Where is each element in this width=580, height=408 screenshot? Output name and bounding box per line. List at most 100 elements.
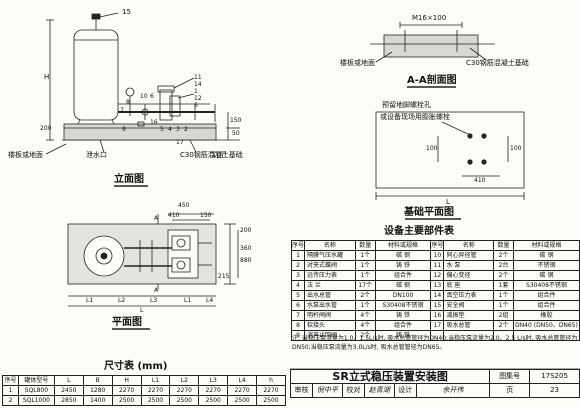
- size-table-title: 尺寸表 (mm): [104, 361, 168, 372]
- foundation-dim-100b: 100: [510, 145, 522, 152]
- elevation-callout-8: 8: [126, 99, 130, 106]
- cell: 2个: [493, 250, 514, 261]
- cell: 1个: [354, 270, 376, 281]
- cell: 6: [290, 300, 306, 311]
- plan-dim-215: 215: [218, 273, 230, 280]
- cell: 远传压力表: [304, 270, 356, 281]
- parts-table-title: 设备主要部件表: [384, 226, 454, 237]
- cell: 组合件: [374, 270, 432, 281]
- cell: 8: [290, 320, 306, 331]
- cell: DN40 (DN50、DN65): [512, 320, 580, 331]
- cell: 1个: [354, 300, 376, 311]
- cell: 碳 钢: [512, 270, 580, 281]
- cell: 2270: [256, 385, 286, 396]
- checker-name: 赵青湖: [363, 383, 395, 398]
- header-cell: 材料或规格: [374, 240, 432, 251]
- section-title: A-A剖面图: [407, 75, 457, 86]
- header-cell: L1: [140, 375, 171, 386]
- cell: 2270: [140, 385, 171, 396]
- cell: 2500: [256, 395, 286, 406]
- cell: 2500: [227, 395, 258, 406]
- cell: 1套: [493, 280, 514, 291]
- title-block-row-2: 审核 倪中平 校对 赵青湖 设计 余开伟 页 23: [290, 383, 580, 398]
- foundation-note-2: 或设备现场用膨胀螺栓: [380, 113, 450, 121]
- cell: 底 座: [443, 280, 495, 291]
- plan-dim-200: 200: [240, 227, 252, 234]
- plan-dim-150: 150: [200, 212, 212, 219]
- cell: 1个: [493, 300, 514, 311]
- cell: 15: [430, 300, 445, 311]
- cell: 法 兰: [304, 280, 356, 291]
- cell: 1个: [354, 260, 376, 271]
- section-base-label: C30钢筋混凝土基础: [466, 59, 529, 67]
- elevation-callout-17: 17: [176, 139, 184, 146]
- cell: 2500: [198, 395, 229, 406]
- cell: 碳 钢: [374, 250, 432, 261]
- cell: 4个: [354, 320, 376, 331]
- cell: 软接头: [304, 320, 356, 331]
- cell: [443, 330, 495, 341]
- plan-drawing: [67, 213, 239, 307]
- cell: 2270: [198, 385, 229, 396]
- cell: 2450: [53, 385, 84, 396]
- cell: 安全阀: [443, 300, 495, 311]
- parts-table-note: 注: 当稳压泵流量为1.0、1.5L/s时, 吸水总管管径为DN40;当稳压泵流…: [292, 335, 578, 351]
- header-cell: 序号: [2, 375, 19, 386]
- design-label: 设计: [393, 383, 417, 398]
- cell: 明杆闸阀: [304, 310, 356, 321]
- cell: 2个: [354, 290, 376, 301]
- cell: 12: [430, 270, 445, 281]
- elevation-callout-4: 4: [168, 126, 172, 133]
- plan-dim-l1a: L1: [86, 297, 94, 304]
- elevation-callout-11: 11: [194, 74, 202, 81]
- title-block-row-1: SR立式稳压装置安装图 图集号 17S205: [289, 369, 580, 384]
- header-cell: h: [256, 375, 286, 386]
- cell: 2个: [493, 270, 514, 281]
- plan-section-mark-a-top: A: [154, 215, 159, 222]
- cell: 2组: [493, 310, 514, 321]
- cell: [430, 330, 445, 341]
- section-floor-label: 楼板或地面: [340, 59, 375, 67]
- elevation-dim-410: 410: [212, 153, 224, 160]
- foundation-dim-l: L: [446, 198, 450, 206]
- page-label: 页: [489, 383, 531, 398]
- cell: 16: [430, 310, 445, 321]
- review-label: 审核: [290, 383, 313, 398]
- cell: 4个: [354, 310, 376, 321]
- cell: 1280: [82, 385, 113, 396]
- header-cell: 名称: [443, 240, 495, 251]
- plan-title: 平面图: [112, 317, 142, 328]
- cell: 2: [290, 260, 306, 271]
- plan-dim-l1b: L1: [184, 297, 192, 304]
- designer-name: 余开伟: [415, 383, 491, 398]
- cell: 2: [2, 395, 19, 406]
- page-number: 23: [529, 383, 580, 398]
- elevation-dim-50: 50: [232, 130, 240, 137]
- elevation-callout-1: 1: [194, 88, 198, 95]
- elevation-callout-9: 9: [122, 126, 126, 133]
- header-cell: 序号: [290, 240, 306, 251]
- cell: 组合件: [374, 320, 432, 331]
- cell: 1400: [82, 395, 113, 406]
- cell: 17: [430, 320, 445, 331]
- elevation-callout-16: 16: [150, 119, 158, 126]
- elevation-base-label: C30钢筋混凝土基础: [180, 151, 243, 159]
- plan-dim-l4: L4: [206, 297, 214, 304]
- plan-section-mark-a-bottom: A: [154, 287, 159, 294]
- header-cell: B: [82, 375, 113, 386]
- cell: 1个: [354, 250, 376, 261]
- plan-dim-880: 880: [240, 257, 252, 264]
- header-cell: 材料或规格: [512, 240, 580, 251]
- elevation-callout-7: 7: [120, 107, 124, 114]
- header-cell: 名称: [304, 240, 356, 251]
- cell: SQL800: [17, 385, 55, 396]
- elevation-callout-12: 12: [194, 95, 202, 102]
- cell: 1: [2, 385, 19, 396]
